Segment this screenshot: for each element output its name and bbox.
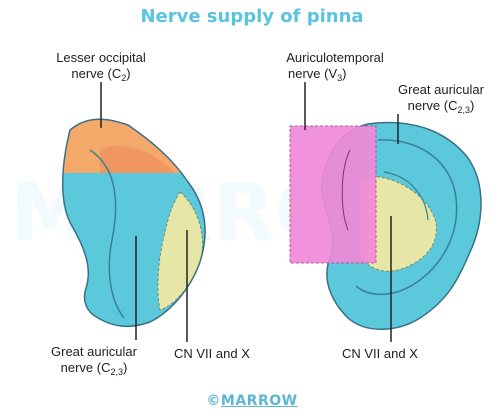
label-subscript: 2 <box>121 73 127 83</box>
cn-vii-x-region-left <box>157 191 204 311</box>
copyright-symbol: © <box>206 393 221 409</box>
label-auriculotemporal-line2: nerve (V3) <box>270 66 400 83</box>
label-text: nerve (V <box>288 66 338 81</box>
auriculotemporal-region <box>289 125 377 264</box>
label-lesser-occipital: Lesser occipital nerve (C2) <box>36 50 166 83</box>
label-text: nerve (C <box>407 98 458 113</box>
label-great-auricular-right-line1: Great auricular <box>398 82 484 97</box>
label-close: ) <box>126 66 131 81</box>
label-subscript: 2,3 <box>457 105 471 115</box>
lesser-occipital-shade <box>100 145 175 173</box>
label-great-auricular-left: Great auricular nerve (C2,3) <box>34 344 154 377</box>
label-great-auricular-left-line2: nerve (C2,3) <box>34 360 154 377</box>
label-lesser-occipital-line2: nerve (C2) <box>36 66 166 83</box>
ear-ridge-left <box>89 149 125 319</box>
label-subscript: 3 <box>337 73 343 83</box>
label-auriculotemporal: Auriculotemporal nerve (V3) <box>270 50 400 83</box>
left-ear-outline <box>61 118 206 328</box>
left-ear-medial-view <box>61 118 206 328</box>
label-cn-right: CN VII and X <box>342 346 418 361</box>
ear-antihelix-right <box>383 171 429 221</box>
footer-brand: ©MARROW <box>0 393 504 409</box>
label-great-auricular-right: Great auricular nerve (C2,3) <box>382 82 500 115</box>
label-close: ) <box>342 66 347 81</box>
label-great-auricular-left-line1: Great auricular <box>51 344 137 359</box>
page-title: Nerve supply of pinna <box>140 6 364 27</box>
label-close: ) <box>123 360 128 375</box>
tragus-outline <box>341 149 351 231</box>
label-great-auricular-right-line2: nerve (C2,3) <box>382 98 500 115</box>
label-text: nerve (C <box>71 66 122 81</box>
right-ear-lateral-view <box>289 121 482 330</box>
label-auriculotemporal-line1: Auriculotemporal <box>286 50 384 65</box>
label-cn-left: CN VII and X <box>174 346 250 361</box>
label-lesser-occipital-line1: Lesser occipital <box>56 50 146 65</box>
cn-vii-x-region-right <box>359 175 437 272</box>
brand-name: MARROW <box>220 393 298 409</box>
ear-helix-right <box>355 139 458 296</box>
label-subscript: 2,3 <box>110 367 124 377</box>
label-text: nerve (C <box>60 360 111 375</box>
label-close: ) <box>470 98 475 113</box>
